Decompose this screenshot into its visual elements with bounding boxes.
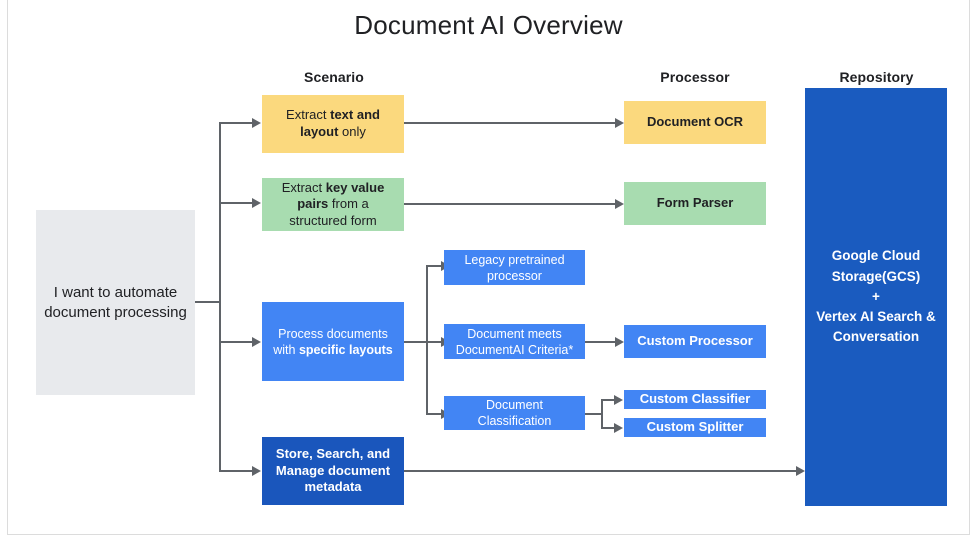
arrowhead-to-form-parser	[615, 199, 624, 209]
processor-box-form-parser[interactable]: Form Parser	[624, 182, 766, 225]
arrowhead-to-document-ocr	[615, 118, 624, 128]
scenario-box-process-specific-layouts[interactable]: Process documents with specific layouts	[262, 302, 404, 381]
arrowhead-to-extract-text-layout	[252, 118, 261, 128]
scenario-label-extract-text-layout: Extract text and layout only	[286, 107, 380, 139]
criteria-box-legacy-pretrained[interactable]: Legacy pretrained processor	[444, 250, 585, 285]
scenario-box-store-search-manage[interactable]: Store, Search, and Manage document metad…	[262, 437, 404, 505]
connector-process-specific-layouts-stub	[404, 341, 428, 343]
processor-label-form-parser: Form Parser	[656, 195, 734, 211]
connector-branch-to-extract-text-layout	[219, 122, 253, 124]
page-title: Document AI Overview	[354, 10, 623, 40]
arrowhead-to-custom-splitter	[614, 423, 623, 433]
repository-line-1: Google Cloud	[831, 248, 921, 264]
connector-branch-to-extract-key-value	[219, 202, 253, 204]
scenario-box-extract-key-value[interactable]: Extract key value pairs from a structure…	[262, 178, 404, 231]
processor-box-custom-splitter[interactable]: Custom Splitter	[624, 418, 766, 437]
connector-documentai-criteria-to-custom-processor	[585, 341, 616, 343]
processor-box-custom-processor[interactable]: Custom Processor	[624, 325, 766, 358]
connector-to-document-classification	[426, 413, 442, 415]
arrowhead-to-repository	[796, 466, 805, 476]
diagram-frame-border	[7, 0, 970, 535]
connector-to-legacy-pretrained	[426, 265, 442, 267]
connector-classification-branch-trunk	[601, 400, 603, 428]
connector-input-trunk	[219, 123, 221, 471]
criteria-box-documentai-criteria[interactable]: Document meets DocumentAI Criteria*	[444, 324, 585, 359]
repository-box[interactable]: Google Cloud Storage(GCS) + Vertex AI Se…	[805, 88, 947, 506]
connector-to-custom-classifier	[601, 399, 615, 401]
arrowhead-to-process-specific-layouts	[252, 337, 261, 347]
repository-line-5: Conversation	[832, 329, 920, 345]
connector-to-documentai-criteria	[426, 341, 442, 343]
scenario-box-extract-text-layout[interactable]: Extract text and layout only	[262, 95, 404, 153]
criteria-box-document-classification[interactable]: Document Classification	[444, 396, 585, 430]
column-header-processor: Processor	[660, 69, 730, 85]
connector-branch-to-store-search-manage	[219, 470, 253, 472]
connector-extract-key-value-to-form-parser	[404, 203, 616, 205]
scenario-label-extract-key-value: Extract key value pairs from a structure…	[281, 179, 385, 228]
input-box-label: I want to automate document processing	[44, 284, 187, 321]
processor-label-custom-processor: Custom Processor	[637, 333, 753, 349]
processor-label-custom-splitter: Custom Splitter	[646, 419, 744, 435]
connector-extract-text-layout-to-document-ocr	[404, 122, 616, 124]
criteria-label-document-classification: Document Classification	[477, 398, 552, 428]
processor-box-custom-classifier[interactable]: Custom Classifier	[624, 390, 766, 409]
repository-line-4: Vertex AI Search &	[816, 309, 936, 325]
criteria-label-legacy-pretrained: Legacy pretrained processor	[464, 252, 565, 283]
repository-label: Google Cloud Storage(GCS) + Vertex AI Se…	[811, 246, 941, 347]
repository-line-3: +	[872, 288, 880, 304]
arrowhead-to-custom-classifier	[614, 395, 623, 405]
connector-input-stub	[195, 301, 221, 303]
connector-criteria-trunk	[426, 266, 428, 414]
processor-box-document-ocr[interactable]: Document OCR	[624, 101, 766, 144]
connector-to-custom-splitter	[601, 427, 615, 429]
column-header-scenario: Scenario	[304, 69, 364, 85]
arrowhead-to-extract-key-value	[252, 198, 261, 208]
arrowhead-to-custom-processor	[615, 337, 624, 347]
scenario-label-store-search-manage: Store, Search, and Manage document metad…	[275, 446, 391, 495]
connector-branch-to-process-specific-layouts	[219, 341, 253, 343]
connector-store-search-manage-to-repository	[404, 470, 802, 472]
arrowhead-to-store-search-manage	[252, 466, 261, 476]
processor-label-document-ocr: Document OCR	[646, 114, 744, 130]
processor-label-custom-classifier: Custom Classifier	[639, 391, 751, 407]
criteria-label-documentai-criteria: Document meets DocumentAI Criteria*	[455, 326, 574, 357]
input-box-automate-document-processing[interactable]: I want to automate document processing	[36, 210, 195, 395]
repository-line-2: Storage(GCS)	[831, 268, 921, 284]
column-header-repository: Repository	[839, 69, 914, 85]
scenario-label-process-specific-layouts: Process documents with specific layouts	[273, 326, 393, 357]
connector-document-classification-stub	[585, 413, 603, 415]
